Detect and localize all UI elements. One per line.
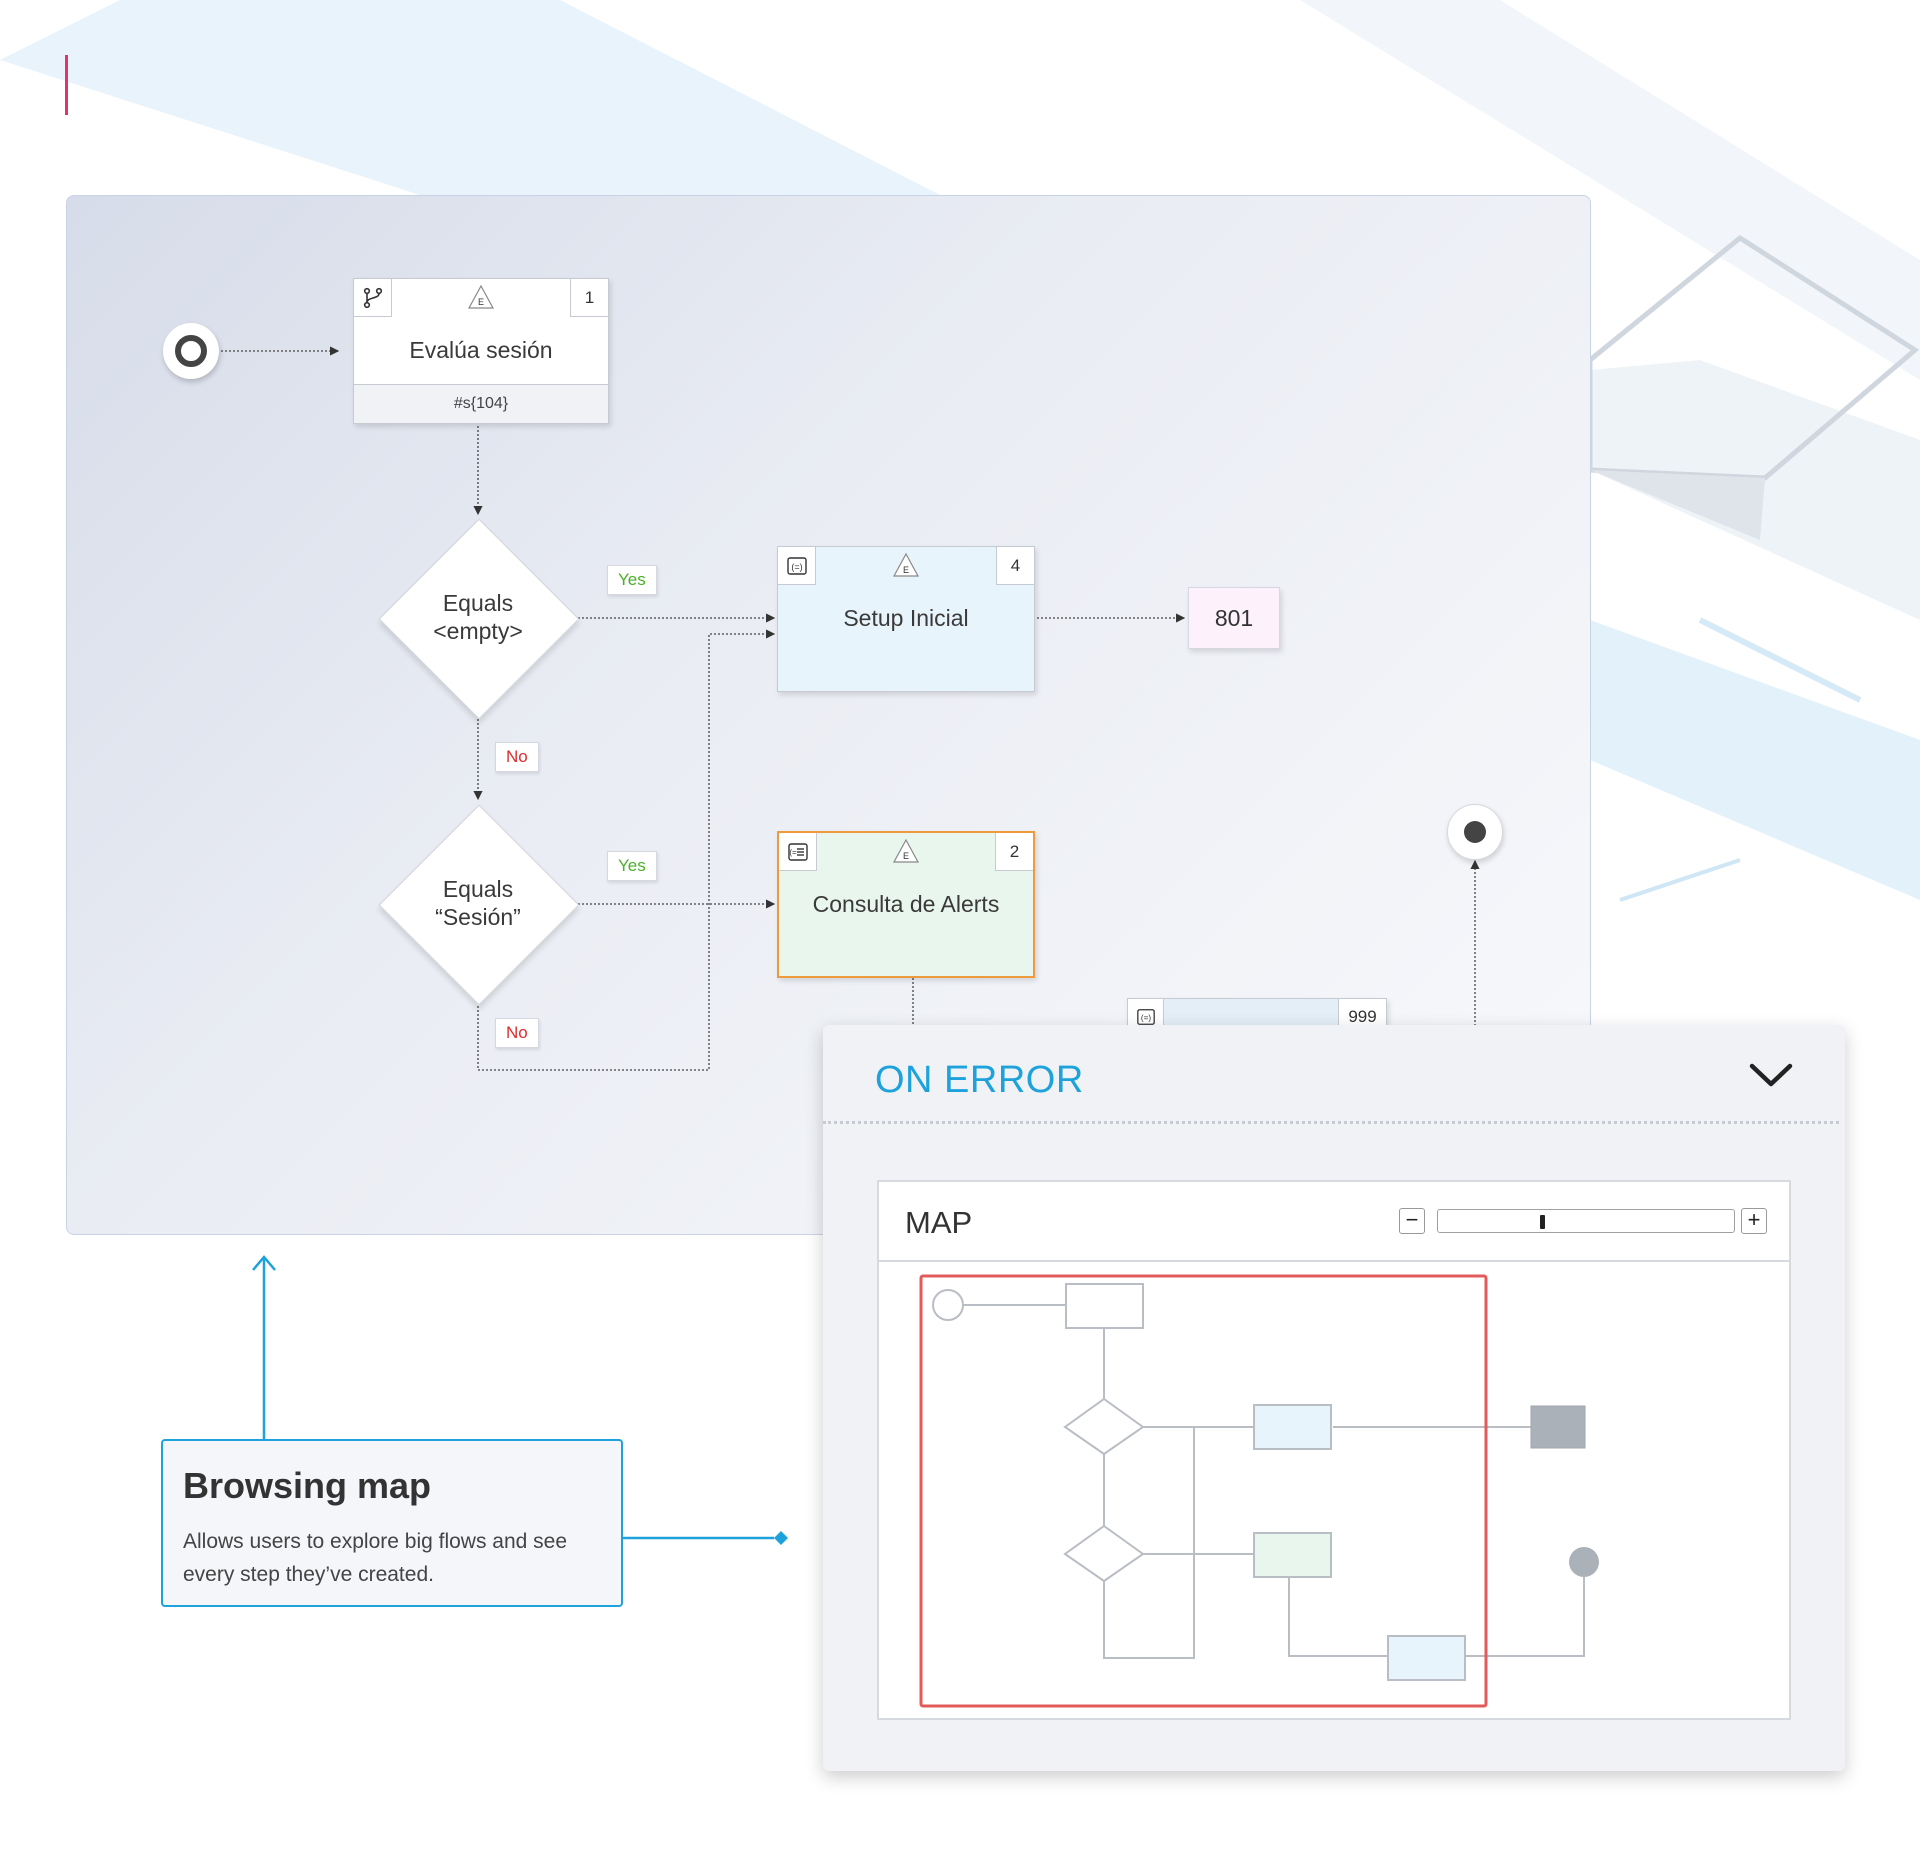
panel-title: ON ERROR: [875, 1059, 1084, 1101]
minimap-decision: [1063, 1524, 1145, 1583]
zoom-out-button[interactable]: −: [1399, 1208, 1425, 1234]
request-icon: (=: [779, 833, 817, 871]
yes-label: Yes: [607, 565, 657, 595]
decision-label: Equals “Sesión”: [435, 876, 521, 930]
minimap-node-consulta: [1253, 1532, 1332, 1578]
minimap-node-setup: [1253, 1404, 1332, 1450]
node-title: Consulta de Alerts: [812, 891, 1000, 917]
callout-browsing-map: Browsing map Allows users to explore big…: [161, 1439, 623, 1607]
svg-text:(=: (=: [789, 848, 797, 857]
zoom-in-button[interactable]: +: [1741, 1208, 1767, 1234]
node-title: Evalúa sesión: [409, 337, 553, 363]
svg-text:(=): (=): [1140, 1013, 1150, 1022]
node-number: 1: [570, 279, 608, 317]
node-number: 2: [995, 833, 1033, 871]
svg-text:E: E: [903, 851, 909, 861]
callout-text: Allows users to explore big flows and se…: [183, 1530, 568, 1586]
node-number: 4: [996, 547, 1034, 585]
minimap[interactable]: [879, 1260, 1789, 1718]
decision-label: Equals <empty>: [433, 590, 523, 644]
minimap-start: [932, 1289, 964, 1321]
zoom-slider[interactable]: [1437, 1209, 1735, 1233]
start-event[interactable]: [163, 323, 219, 379]
map-title: MAP: [905, 1205, 973, 1240]
node-setup-inicial[interactable]: (=) E 4 Setup Inicial: [777, 546, 1035, 692]
no-label: No: [495, 1018, 539, 1048]
accent-bar: [65, 55, 68, 115]
callout-title: Browsing map: [183, 1465, 432, 1506]
no-label: No: [495, 742, 539, 772]
warning-triangle-icon: E: [467, 284, 495, 309]
variable-icon: (=): [778, 547, 816, 585]
chevron-down-icon[interactable]: [1746, 1060, 1796, 1090]
warning-triangle-icon: E: [892, 838, 920, 863]
minimap-viewport[interactable]: [919, 1274, 1488, 1708]
on-error-panel: ON ERROR MAP − +: [823, 1025, 1845, 1771]
map-header: MAP − +: [879, 1182, 1789, 1262]
minimap-node: [1065, 1283, 1144, 1329]
node-title: Setup Inicial: [843, 605, 969, 631]
yes-label: Yes: [607, 851, 657, 881]
minimap-end: [1569, 1547, 1599, 1577]
connector-lines: [217, 346, 1480, 1071]
node-footer: #s{104}: [354, 384, 608, 423]
target-801[interactable]: 801: [1188, 587, 1280, 649]
branch-icon: [354, 279, 392, 317]
minimap-node-999: [1387, 1635, 1466, 1681]
map-box: MAP − +: [877, 1180, 1791, 1720]
svg-text:(=): (=): [791, 562, 802, 572]
panel-divider: [823, 1121, 1839, 1124]
minimap-decision: [1063, 1397, 1145, 1456]
end-event[interactable]: [1447, 804, 1503, 860]
node-consulta-de-alerts[interactable]: (= E 2 Consulta de Alerts: [777, 831, 1035, 978]
minimap-target: [1530, 1405, 1586, 1449]
zoom-slider-thumb[interactable]: [1539, 1215, 1545, 1229]
svg-text:E: E: [478, 297, 484, 307]
warning-triangle-icon: E: [892, 552, 920, 577]
node-evalua-sesion[interactable]: E 1 Evalúa sesión #s{104}: [353, 278, 609, 424]
svg-text:E: E: [903, 565, 909, 575]
